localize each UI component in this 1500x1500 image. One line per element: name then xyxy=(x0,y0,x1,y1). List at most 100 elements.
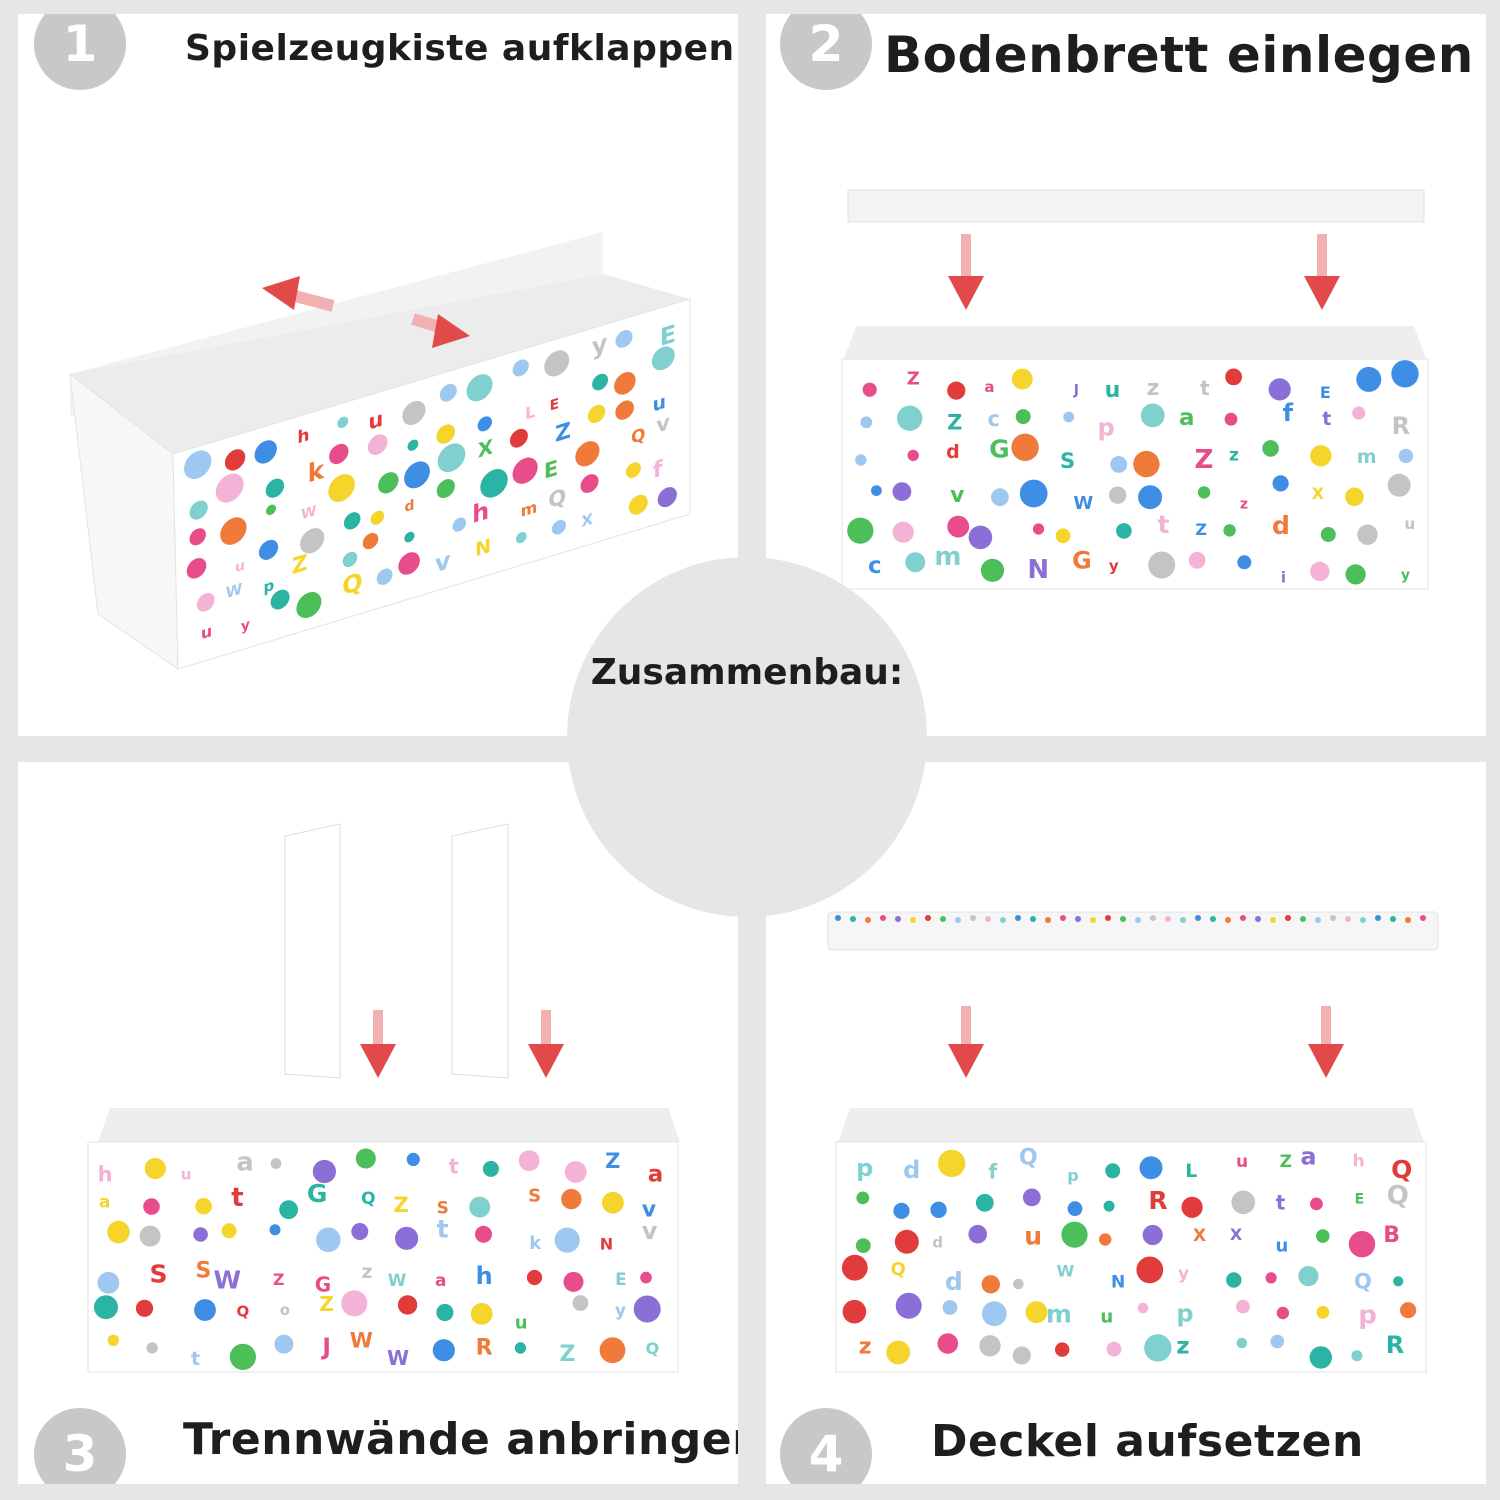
print-dot xyxy=(970,915,976,921)
print-dot xyxy=(107,1220,130,1244)
print-letter: d xyxy=(932,1234,943,1252)
print-letter: S xyxy=(149,1260,167,1289)
print-dot xyxy=(1315,917,1321,923)
arrow-left-icon xyxy=(262,276,335,312)
print-dot xyxy=(842,1299,867,1324)
print-letter: h xyxy=(472,496,489,529)
print-dot xyxy=(886,1340,911,1365)
print-letter: c xyxy=(987,407,999,431)
print-dot xyxy=(1045,917,1051,923)
print-dot xyxy=(860,416,873,429)
print-letter: R xyxy=(1386,1331,1404,1359)
print-dot xyxy=(1067,1201,1083,1217)
print-letter: X xyxy=(581,510,593,531)
print-letter: a xyxy=(1179,405,1195,431)
print-dot xyxy=(1181,1196,1203,1218)
print-dot xyxy=(193,1227,208,1242)
print-dot xyxy=(587,404,606,424)
assembly-label: Zusammenbau: xyxy=(590,652,904,693)
print-dot xyxy=(1133,450,1160,478)
step-number-badge: 1 xyxy=(34,14,126,90)
divider-panel xyxy=(451,823,509,1079)
print-letter: t xyxy=(231,1183,243,1213)
print-dot xyxy=(1197,486,1211,499)
print-dot xyxy=(892,521,914,543)
print-dot xyxy=(1195,915,1201,921)
print-dot xyxy=(955,917,961,923)
print-dot xyxy=(1300,916,1306,922)
print-dot xyxy=(376,568,393,585)
print-dot xyxy=(1139,1156,1163,1180)
print-dot xyxy=(981,1275,1000,1294)
print-dot xyxy=(937,1333,959,1354)
print-dot xyxy=(1226,1272,1242,1288)
print-dot xyxy=(1148,551,1176,579)
print-dot xyxy=(436,1303,454,1322)
print-letter: p xyxy=(1067,1166,1078,1185)
print-dot xyxy=(1105,1163,1121,1179)
print-letter: p xyxy=(1098,414,1115,442)
print-letter: u xyxy=(181,1166,192,1184)
print-dot xyxy=(254,440,277,464)
print-dot xyxy=(1225,368,1242,386)
print-dot xyxy=(482,1160,499,1177)
print-dot xyxy=(1055,1342,1070,1357)
print-letter: G xyxy=(307,1179,328,1208)
print-letter: Q xyxy=(342,567,362,601)
print-letter: Q xyxy=(548,484,566,514)
print-letter: Z xyxy=(1280,1152,1292,1172)
print-letter: W xyxy=(1073,493,1093,514)
print-letter: G xyxy=(315,1273,331,1297)
print-letter: u xyxy=(235,557,245,576)
print-dot xyxy=(270,589,290,610)
print-letter: k xyxy=(529,1233,542,1254)
print-dot xyxy=(229,1343,256,1370)
print-dot xyxy=(1270,917,1276,923)
print-letter: E xyxy=(550,396,560,415)
print-letter: m xyxy=(1357,446,1377,468)
print-dot xyxy=(1400,1302,1417,1319)
print-dot xyxy=(1019,479,1048,508)
print-dot xyxy=(1310,1197,1323,1211)
print-letter: G xyxy=(1072,547,1092,575)
print-letter: W xyxy=(387,1346,409,1370)
print-dot xyxy=(1165,916,1171,922)
print-letter: z xyxy=(1176,1334,1189,1360)
print-dot xyxy=(942,1300,958,1315)
print-dot xyxy=(436,424,456,444)
print-letter: u xyxy=(653,390,667,417)
print-dot xyxy=(1265,1272,1277,1284)
print-dot xyxy=(518,1150,540,1171)
print-letter: a xyxy=(435,1271,446,1291)
print-dot xyxy=(640,1271,652,1284)
print-dot xyxy=(1345,916,1351,922)
print-letter: Q xyxy=(361,1189,375,1209)
print-dot xyxy=(312,1159,336,1184)
print-dot xyxy=(470,1302,493,1325)
print-letter: N xyxy=(1111,1273,1125,1293)
print-dot xyxy=(850,916,856,922)
print-letter: y xyxy=(1401,568,1410,584)
print-dot xyxy=(370,510,385,525)
print-dot xyxy=(274,1334,294,1354)
print-letter: h xyxy=(98,1162,113,1186)
print-letter: E xyxy=(544,456,558,485)
print-dot xyxy=(439,383,457,402)
print-dot xyxy=(1090,917,1096,923)
print-dot xyxy=(651,346,675,371)
box-front-panel xyxy=(835,1141,1427,1373)
print-dot xyxy=(355,1148,376,1169)
print-dot xyxy=(1405,917,1411,923)
print-dot xyxy=(1011,433,1039,461)
print-dot xyxy=(862,382,877,397)
print-dot xyxy=(1276,1306,1290,1320)
print-dot xyxy=(602,1191,624,1214)
print-dot xyxy=(633,1295,661,1323)
print-dot xyxy=(930,1201,947,1218)
print-letter: Q xyxy=(891,1259,906,1280)
print-letter: m xyxy=(521,497,538,521)
print-dot xyxy=(1316,1305,1330,1319)
